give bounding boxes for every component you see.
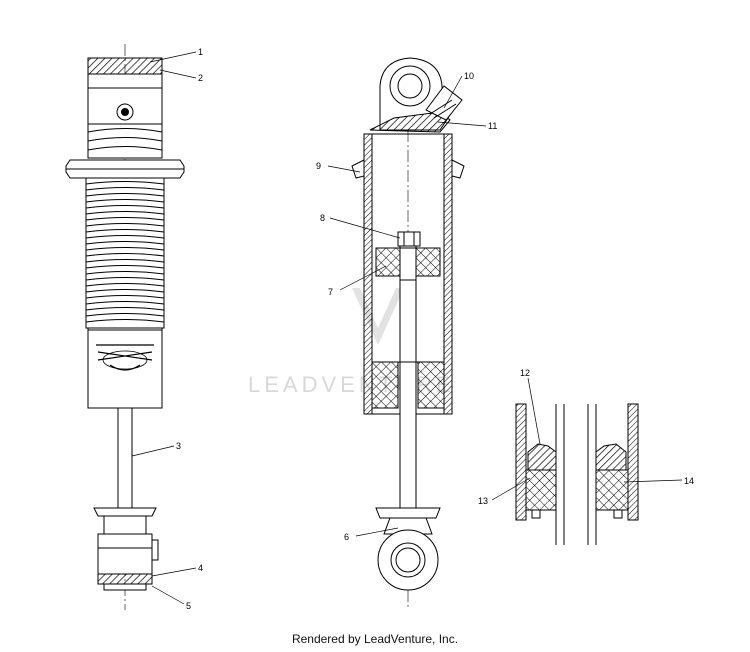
callout-11: 11 bbox=[488, 121, 497, 131]
callout-10: 10 bbox=[464, 71, 474, 81]
callout-5: 5 bbox=[186, 601, 191, 611]
shock-cutaway bbox=[351, 57, 465, 610]
callout-12: 12 bbox=[520, 368, 530, 378]
callout-6: 6 bbox=[344, 532, 349, 542]
callout-9: 9 bbox=[316, 161, 321, 171]
callout-13: 13 bbox=[478, 496, 488, 506]
callout-labels: 1 2 3 4 5 6 7 8 9 10 11 12 13 14 bbox=[176, 47, 694, 611]
callout-4: 4 bbox=[198, 563, 203, 573]
callout-1: 1 bbox=[198, 47, 203, 57]
render-credit: Rendered by LeadVenture, Inc. bbox=[291, 632, 459, 646]
svg-text:LEADVENTURE: LEADVENTURE bbox=[248, 372, 455, 397]
assembled-shock bbox=[65, 44, 185, 610]
callout-14: 14 bbox=[684, 476, 694, 486]
seal-detail bbox=[515, 403, 639, 545]
shock-logo bbox=[96, 344, 154, 371]
callout-2: 2 bbox=[198, 73, 203, 83]
leader-lines bbox=[131, 51, 683, 605]
callout-8: 8 bbox=[320, 213, 325, 223]
upper-coil bbox=[87, 123, 163, 159]
callout-3: 3 bbox=[176, 441, 181, 451]
main-spring bbox=[85, 177, 165, 329]
callout-7: 7 bbox=[328, 287, 333, 297]
